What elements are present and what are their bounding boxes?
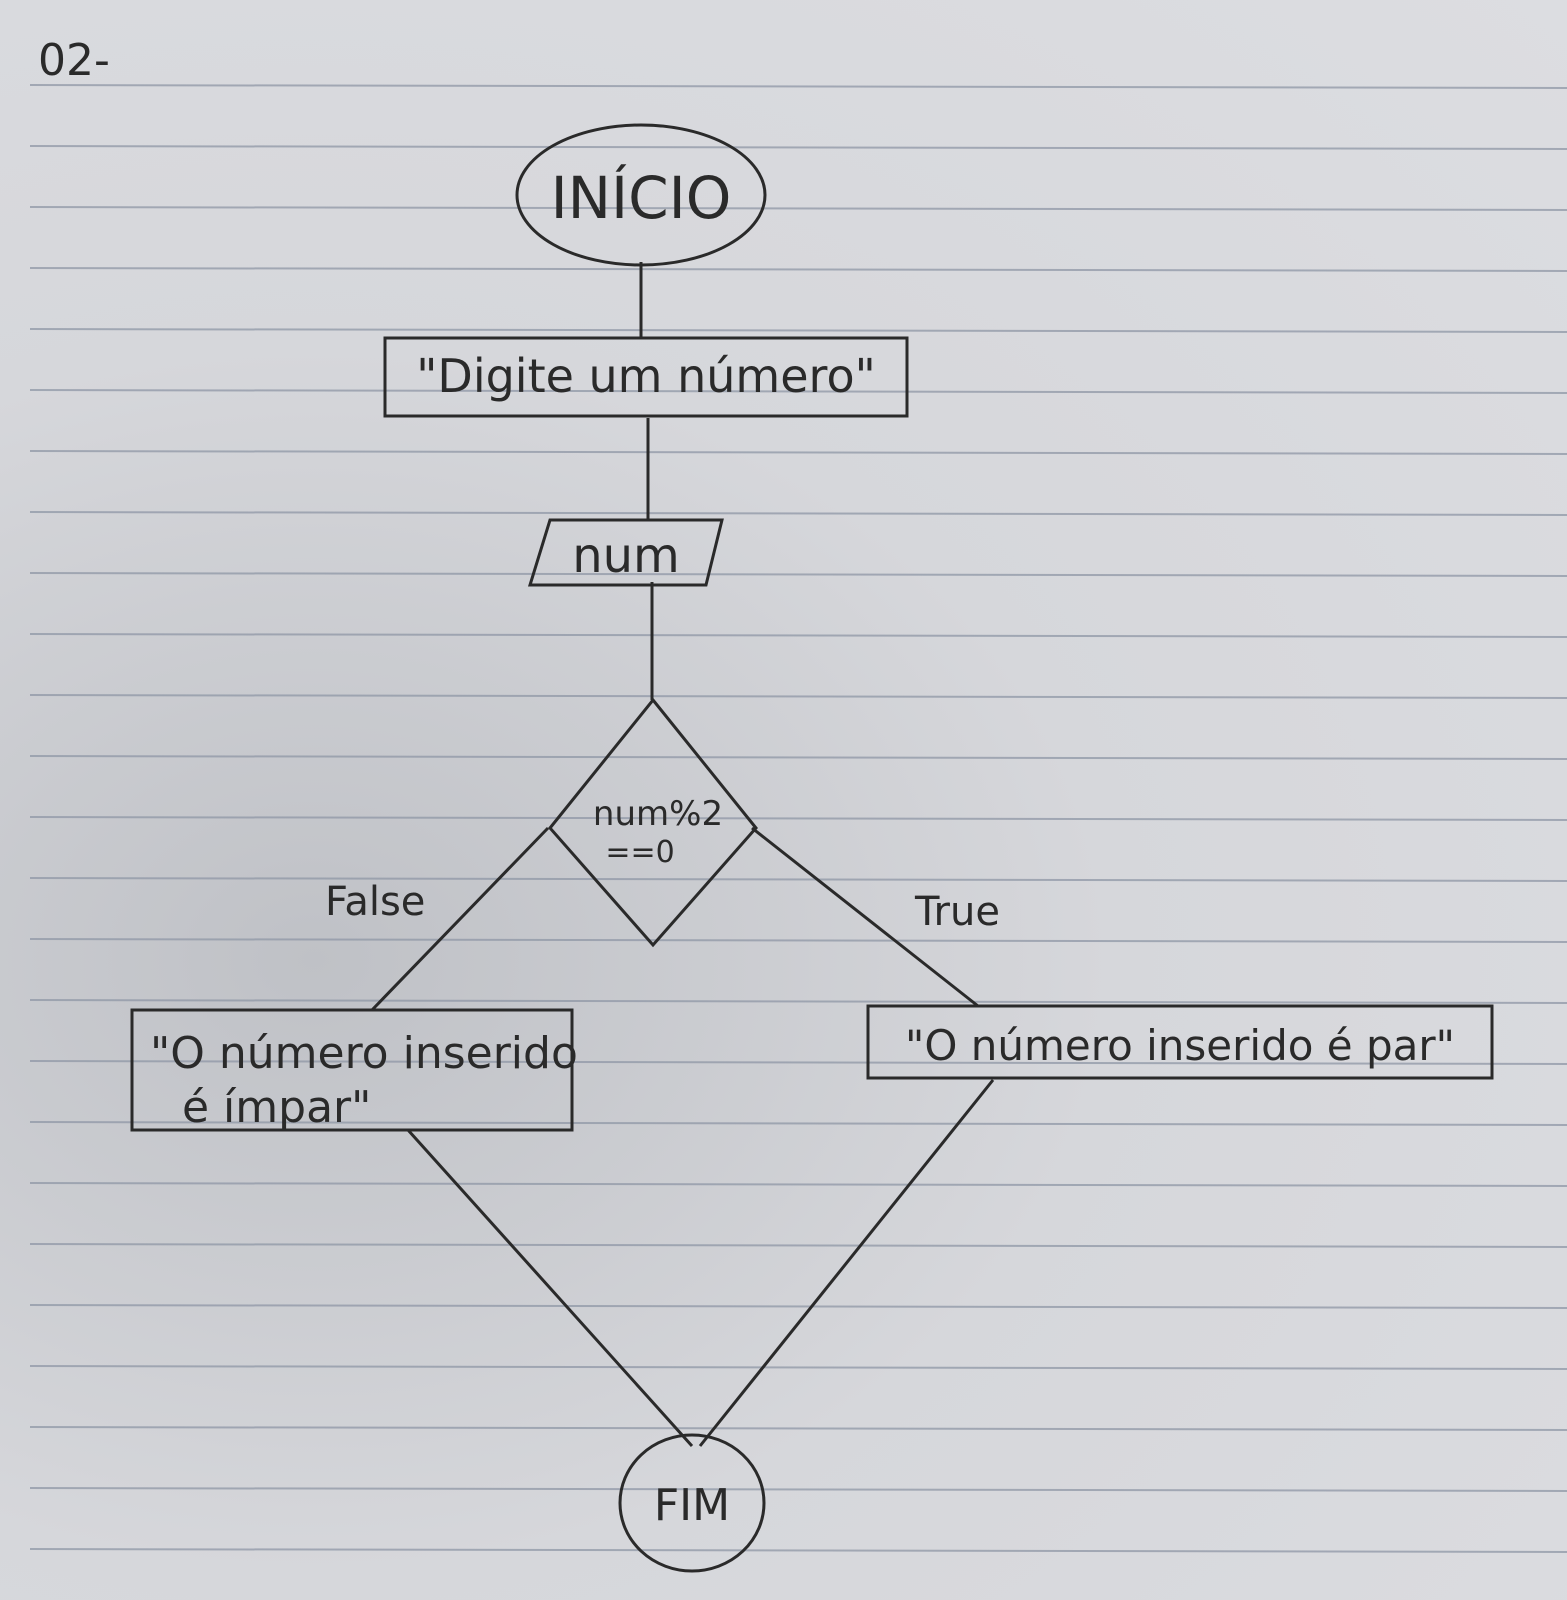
ruled-line	[29, 938, 1567, 943]
connector-lines	[370, 262, 995, 1448]
true-branch-label: True	[914, 889, 1000, 935]
ruled-line	[29, 816, 1567, 821]
end-terminal-label: FIM	[654, 1480, 730, 1531]
odd-output-line2: é ímpar"	[182, 1082, 371, 1133]
start-terminal	[515, 123, 767, 267]
ruled-line	[29, 1060, 1567, 1065]
ruled-line	[29, 1365, 1567, 1370]
connector-true-output-to-end	[698, 1079, 995, 1447]
ruled-line	[29, 1182, 1567, 1187]
ruled-line	[29, 999, 1567, 1004]
ruled-line	[29, 1243, 1567, 1248]
page-number-label: 02-	[38, 35, 110, 86]
odd-output-line1: "O número inserido	[150, 1028, 578, 1079]
ruled-line	[29, 84, 1567, 89]
ruled-line	[29, 145, 1567, 150]
ruled-line	[29, 1426, 1567, 1431]
ruled-line	[29, 328, 1567, 333]
connector-decision-true-branch	[751, 826, 979, 1008]
ruled-line	[29, 633, 1567, 638]
ruled-line	[29, 1304, 1567, 1309]
prompt-output-label: "Digite um número"	[416, 349, 876, 403]
connector-false-output-to-end	[406, 1128, 694, 1448]
input-parallelogram	[527, 518, 724, 587]
ruled-line	[29, 450, 1567, 455]
ruled-line	[29, 267, 1567, 272]
end-terminal	[618, 1433, 766, 1573]
ruled-line	[29, 877, 1567, 882]
false-branch-label: False	[325, 879, 425, 925]
ruled-line	[29, 1121, 1567, 1126]
decision-condition-line2: ==0	[605, 835, 674, 870]
decision-diamond	[548, 697, 758, 948]
ruled-line	[29, 389, 1567, 394]
input-label: num	[572, 528, 680, 584]
ruled-line	[29, 1548, 1567, 1553]
ruled-line	[29, 755, 1567, 760]
ruled-line	[29, 511, 1567, 516]
connector-decision-false-branch	[370, 826, 550, 1012]
ruled-line	[29, 1487, 1567, 1492]
ruled-line	[29, 206, 1567, 211]
odd-output-box	[130, 1008, 574, 1132]
start-terminal-label: INÍCIO	[551, 163, 732, 232]
even-output-box	[866, 1004, 1494, 1080]
decision-condition-line1: num%2	[593, 794, 723, 834]
prompt-output-box	[383, 336, 909, 418]
even-output-label: "O número inserido é par"	[905, 1021, 1455, 1070]
ruled-line	[29, 572, 1567, 577]
ruled-line	[29, 694, 1567, 699]
ruled-lines	[29, 84, 1567, 1553]
